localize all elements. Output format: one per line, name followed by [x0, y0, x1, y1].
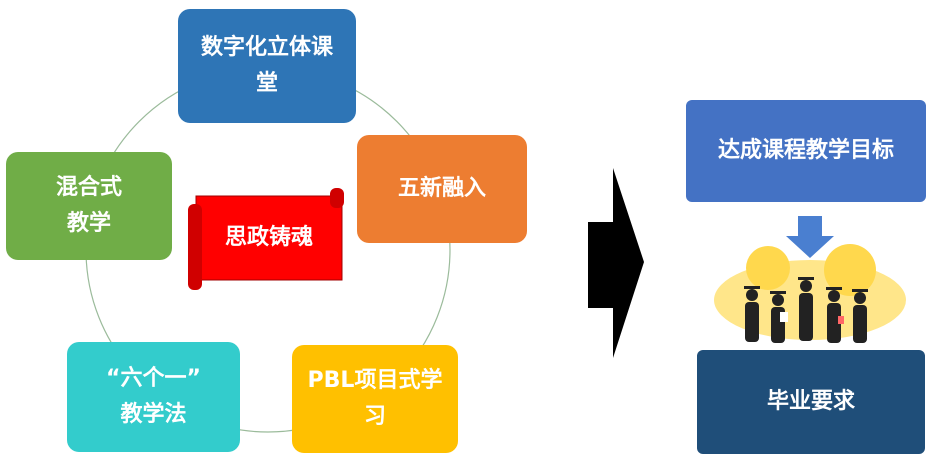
- scroll-label-box: 思政铸魂: [196, 196, 342, 280]
- node-pbl-line2: 习: [363, 404, 386, 429]
- node-hybrid-line1: 混合式: [55, 175, 122, 200]
- goal-label: 达成课程教学目标: [717, 138, 894, 163]
- node-hybrid-line2: 教学: [66, 211, 111, 236]
- node-six-one-line2: 教学法: [120, 402, 187, 427]
- graduation-illustration-icon: [714, 244, 906, 343]
- node-five-new: 五新融入: [357, 135, 527, 243]
- down-arrow-icon: [786, 216, 834, 258]
- scroll-label: 思政铸魂: [224, 225, 313, 250]
- node-six-one-line1: “六个一”: [106, 366, 201, 391]
- node-pbl-line1: PBL项目式学: [307, 368, 443, 393]
- node-hybrid: 混合式 教学: [6, 152, 172, 260]
- node-digital-classroom-line1: 数字化立体课: [200, 35, 333, 60]
- node-pbl: PBL项目式学 习: [292, 345, 458, 453]
- graduation-box: 毕业要求: [697, 350, 925, 454]
- goal-box: 达成课程教学目标: [686, 100, 926, 202]
- node-five-new-line1: 五新融入: [397, 176, 486, 201]
- node-digital-classroom-line2: 堂: [255, 71, 278, 96]
- right-arrow-icon: [588, 168, 644, 358]
- node-six-one: “六个一” 教学法: [67, 342, 240, 452]
- graduation-label: 毕业要求: [766, 389, 855, 414]
- scroll-shape: [188, 188, 344, 290]
- node-digital-classroom: 数字化立体课 堂: [178, 9, 356, 123]
